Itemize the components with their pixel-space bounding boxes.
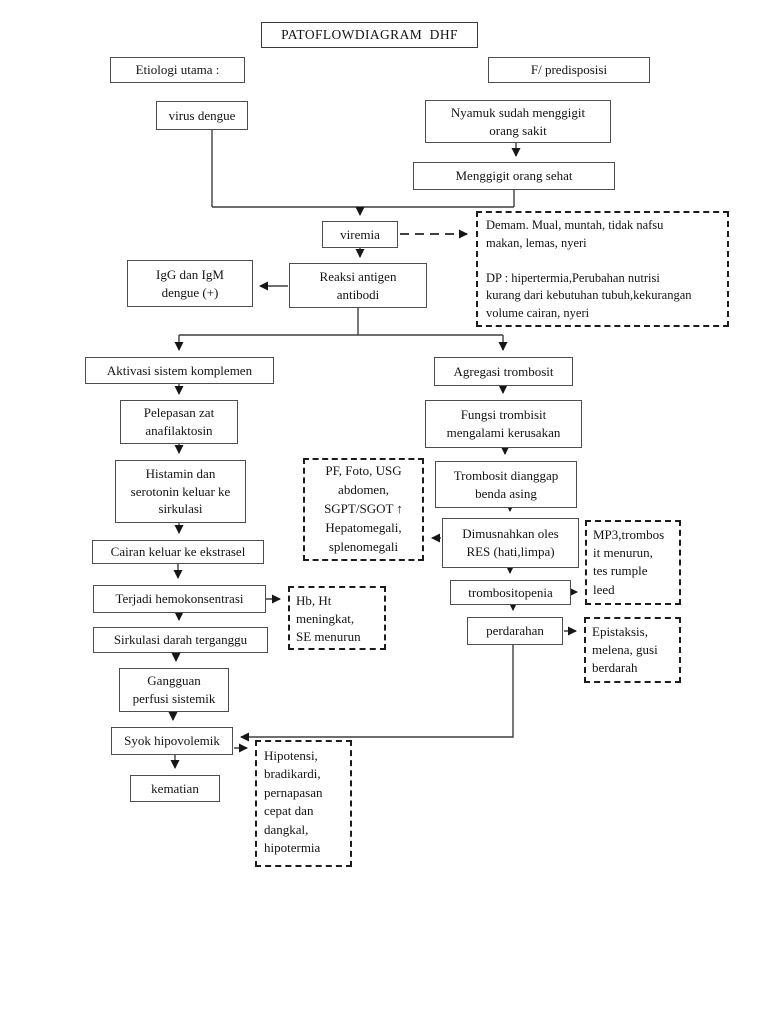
node-syok-hipovolemik: Syok hipovolemik [111,727,233,755]
note-hipotensi: Hipotensi, bradikardi, pernapasan cepat … [255,740,352,867]
node-fungsi-trombisit: Fungsi trombisit mengalami kerusakan [425,400,582,448]
node-cairan-ekstrasel: Cairan keluar ke ekstrasel [92,540,264,564]
note-pf-foto-usg: PF, Foto, USG abdomen, SGPT/SGOT ↑ Hepat… [303,458,424,561]
node-igg-igm: IgG dan IgM dengue (+) [127,260,253,307]
node-terjadi-hemokonsentrasi: Terjadi hemokonsentrasi [93,585,266,613]
node-menggigit-orang-sehat: Menggigit orang sehat [413,162,615,190]
node-trombositopenia: trombositopenia [450,580,571,605]
node-kematian: kematian [130,775,220,802]
node-f-predisposisi: F/ predisposisi [488,57,650,83]
note-mp3-trombosit: MP3,trombos it menurun, tes rumple leed [585,520,681,605]
arrow-perdarahan-to-syok [240,645,514,742]
node-pelepasan-zat: Pelepasan zat anafilaktosin [120,400,238,444]
node-histamin-serotonin: Histamin dan serotonin keluar ke sirkula… [115,460,246,523]
note-epistaksis: Epistaksis, melena, gusi berdarah [584,617,681,683]
node-trombosit-dianggap: Trombosit dianggap benda asing [435,461,577,508]
node-perdarahan: perdarahan [467,617,563,645]
note-hb-ht: Hb, Ht meningkat, SE menurun [288,586,386,650]
node-viremia: viremia [322,221,398,248]
node-nyamuk-menggigit: Nyamuk sudah menggigit orang sakit [425,100,611,143]
node-virus-dengue: virus dengue [156,101,248,130]
note-demam-dp: Demam. Mual, muntah, tidak nafsu makan, … [476,211,729,327]
node-etiologi-utama: Etiologi utama : [110,57,245,83]
node-reaksi-antigen: Reaksi antigen antibodi [289,263,427,308]
node-dimusnahkan-res: Dimusnahkan oles RES (hati,limpa) [442,518,579,568]
node-agregasi-trombosit: Agregasi trombosit [434,357,573,386]
node-gangguan-perfusi: Gangguan perfusi sistemik [119,668,229,712]
node-title: PATOFLOWDIAGRAM DHF [261,22,478,48]
node-sirkulasi-terganggu: Sirkulasi darah terganggu [93,627,268,653]
node-aktivasi-komplemen: Aktivasi sistem komplemen [85,357,274,384]
